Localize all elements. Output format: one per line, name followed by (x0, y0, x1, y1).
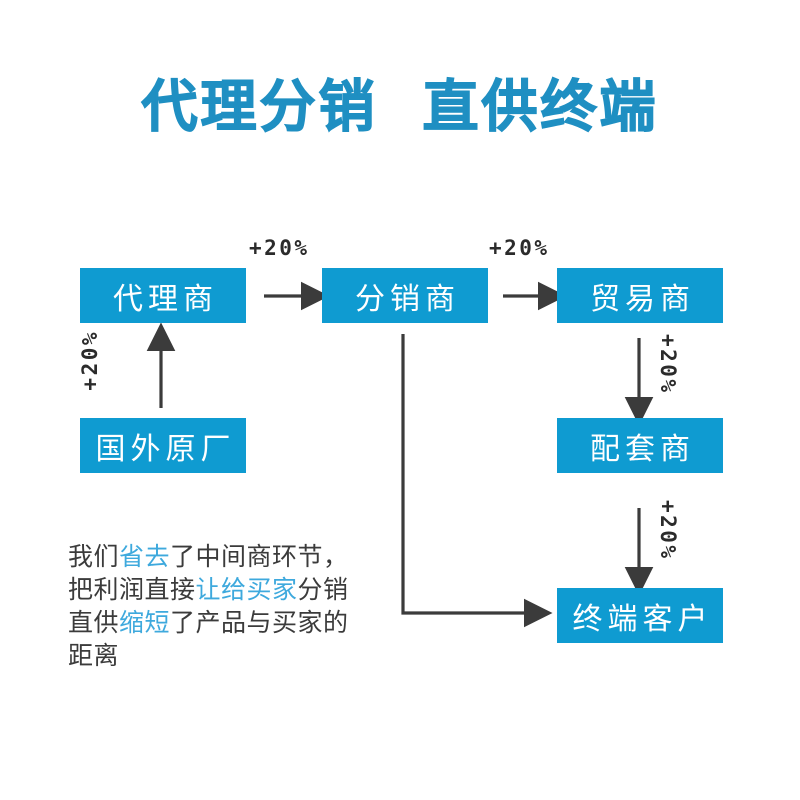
markup-label-agent-to-distributor: +20% (249, 236, 310, 260)
paragraph-line-2-highlight: 让给买家 (195, 575, 298, 604)
paragraph-line-1-highlight: 省去 (119, 542, 171, 571)
markup-label-supporting-to-enduser: +20% (656, 500, 680, 561)
node-agent[interactable]: 代理商 (80, 268, 246, 323)
markup-label-foreign-to-agent: +20% (78, 330, 102, 391)
node-distributor[interactable]: 分销商 (322, 268, 488, 323)
paragraph-line-3-highlight: 缩短 (119, 608, 171, 637)
node-foreign-factory[interactable]: 国外原厂 (80, 418, 246, 473)
elbow-connector-icon-distributor-to-enduser (401, 334, 553, 628)
paragraph-line-3-part-a: 直供 (68, 608, 120, 637)
paragraph-line-1-part-a: 我们 (68, 542, 120, 571)
paragraph-line-1-part-b: 了中间商环节， (170, 542, 349, 571)
page-title: 代理分销 直供终端 (141, 75, 659, 140)
node-trader[interactable]: 贸易商 (557, 268, 723, 323)
paragraph-line-4: 距离 (68, 641, 120, 670)
paragraph-line-1: 我们省去了中间商环节， (68, 540, 398, 573)
paragraph-line-2-part-a: 把利润直接 (68, 575, 196, 604)
paragraph-line-3: 直供缩短了产品与买家的 (68, 606, 398, 639)
markup-label-distributor-to-trader: +20% (489, 236, 550, 260)
paragraph-line-2-part-b: 分销 (297, 575, 349, 604)
paragraph-line-3-part-b: 了产品与买家的 (170, 608, 349, 637)
description-paragraph: 我们省去了中间商环节， 把利润直接让给买家分销 直供缩短了产品与买家的 距离 (68, 540, 398, 672)
node-supporting-supplier[interactable]: 配套商 (557, 418, 723, 473)
paragraph-line-2: 把利润直接让给买家分销 (68, 573, 398, 606)
markup-label-trader-to-supporting: +20% (656, 334, 680, 395)
node-end-customer[interactable]: 终端客户 (557, 588, 723, 643)
